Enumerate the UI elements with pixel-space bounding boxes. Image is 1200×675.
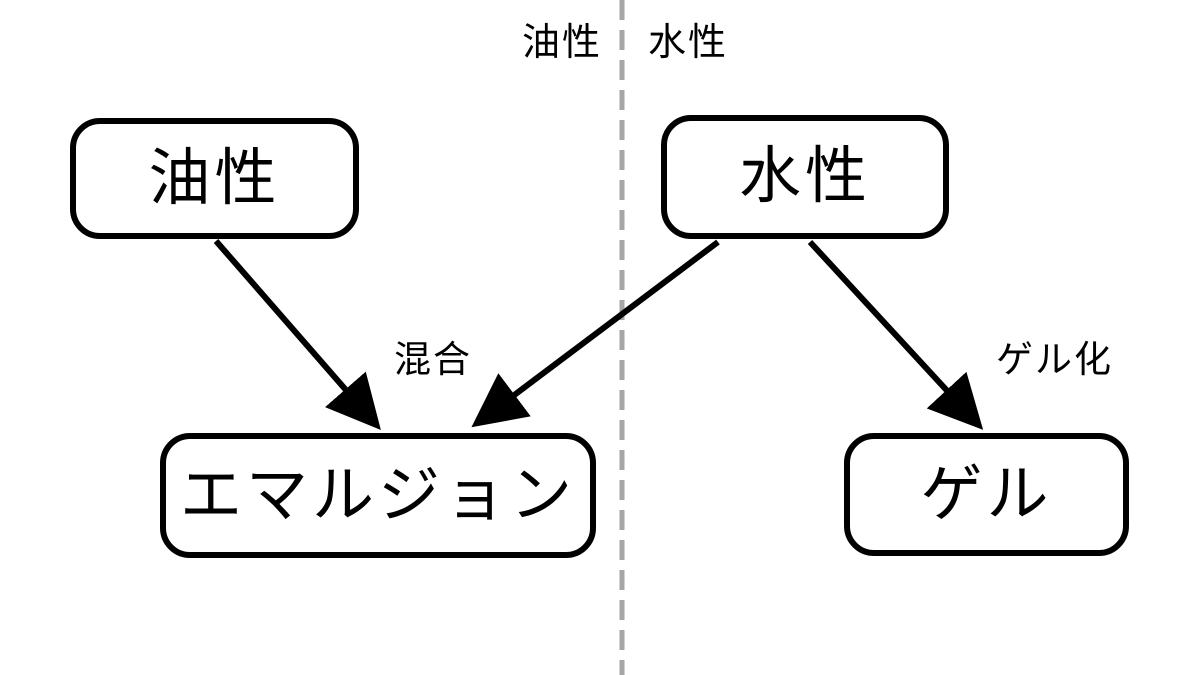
- edge-water-to-emulsion: [471, 239, 720, 428]
- edge-water-to-gel: [807, 239, 984, 430]
- edge-label-mixing: 混合: [394, 339, 472, 380]
- edge-label-gelation: ゲル化: [996, 339, 1113, 380]
- region-label-water: 水性: [648, 22, 729, 64]
- region-label-oil: 油性: [521, 22, 602, 64]
- node-water: 水性: [661, 115, 949, 239]
- node-oil: 油性: [70, 118, 359, 239]
- node-emulsion: エマルジョン: [160, 433, 596, 558]
- node-gel: ゲル: [844, 433, 1129, 556]
- edge-oil-to-emulsion: [213, 239, 381, 431]
